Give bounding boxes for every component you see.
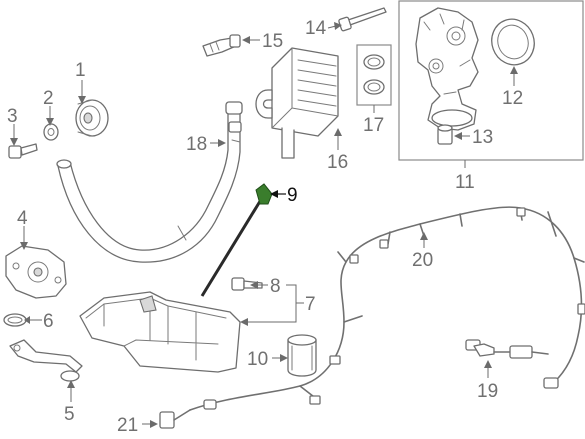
callout-4: 4 xyxy=(17,208,28,229)
callout-12: 12 xyxy=(502,88,523,109)
callout-13: 13 xyxy=(472,127,493,148)
bolt-14[interactable] xyxy=(338,7,387,32)
callout-18: 18 xyxy=(186,134,207,155)
pickup-tube[interactable] xyxy=(9,339,83,382)
seal-kit[interactable] xyxy=(363,54,385,95)
callout-21: 21 xyxy=(117,415,138,436)
oil-cooler[interactable] xyxy=(255,47,339,159)
group-box-11 xyxy=(398,0,584,161)
callout-11: 11 xyxy=(455,172,475,193)
group-box-17 xyxy=(356,44,392,106)
callout-3: 3 xyxy=(7,106,18,127)
sensor-15[interactable] xyxy=(202,34,241,57)
pulley[interactable] xyxy=(75,99,109,137)
coolant-housing[interactable] xyxy=(415,7,479,131)
gasket[interactable] xyxy=(485,13,540,71)
callout-10: 10 xyxy=(247,349,268,370)
oil-filter[interactable] xyxy=(287,334,317,377)
washer[interactable] xyxy=(43,123,59,141)
oil-pump[interactable] xyxy=(5,245,67,299)
sensor-19[interactable] xyxy=(465,339,549,359)
callout-6: 6 xyxy=(43,311,54,332)
callout-7: 7 xyxy=(305,294,316,315)
plug[interactable] xyxy=(437,124,453,145)
callout-17: 17 xyxy=(363,115,384,136)
callout-16: 16 xyxy=(327,152,348,173)
callout-14: 14 xyxy=(305,18,327,39)
callout-5: 5 xyxy=(64,404,75,425)
oil-dipstick[interactable] xyxy=(200,183,273,297)
connector-21[interactable] xyxy=(159,399,217,429)
oil-pan[interactable] xyxy=(79,291,241,373)
callout-numbers: 1 2 3 4 5 6 7 8 9 10 11 12 13 14 15 16 1… xyxy=(7,18,523,436)
callout-8: 8 xyxy=(270,276,281,297)
o-ring[interactable] xyxy=(3,313,27,327)
wiring-harness[interactable] xyxy=(189,206,585,411)
callout-19: 19 xyxy=(477,381,498,402)
callout-20: 20 xyxy=(412,250,433,271)
callout-9: 9 xyxy=(287,185,298,206)
callout-1: 1 xyxy=(75,60,86,81)
callout-2: 2 xyxy=(43,88,54,109)
leader-lines xyxy=(10,22,518,428)
bolt-3[interactable] xyxy=(8,143,38,159)
callout-15: 15 xyxy=(262,31,283,52)
coolant-hose[interactable] xyxy=(56,101,243,263)
